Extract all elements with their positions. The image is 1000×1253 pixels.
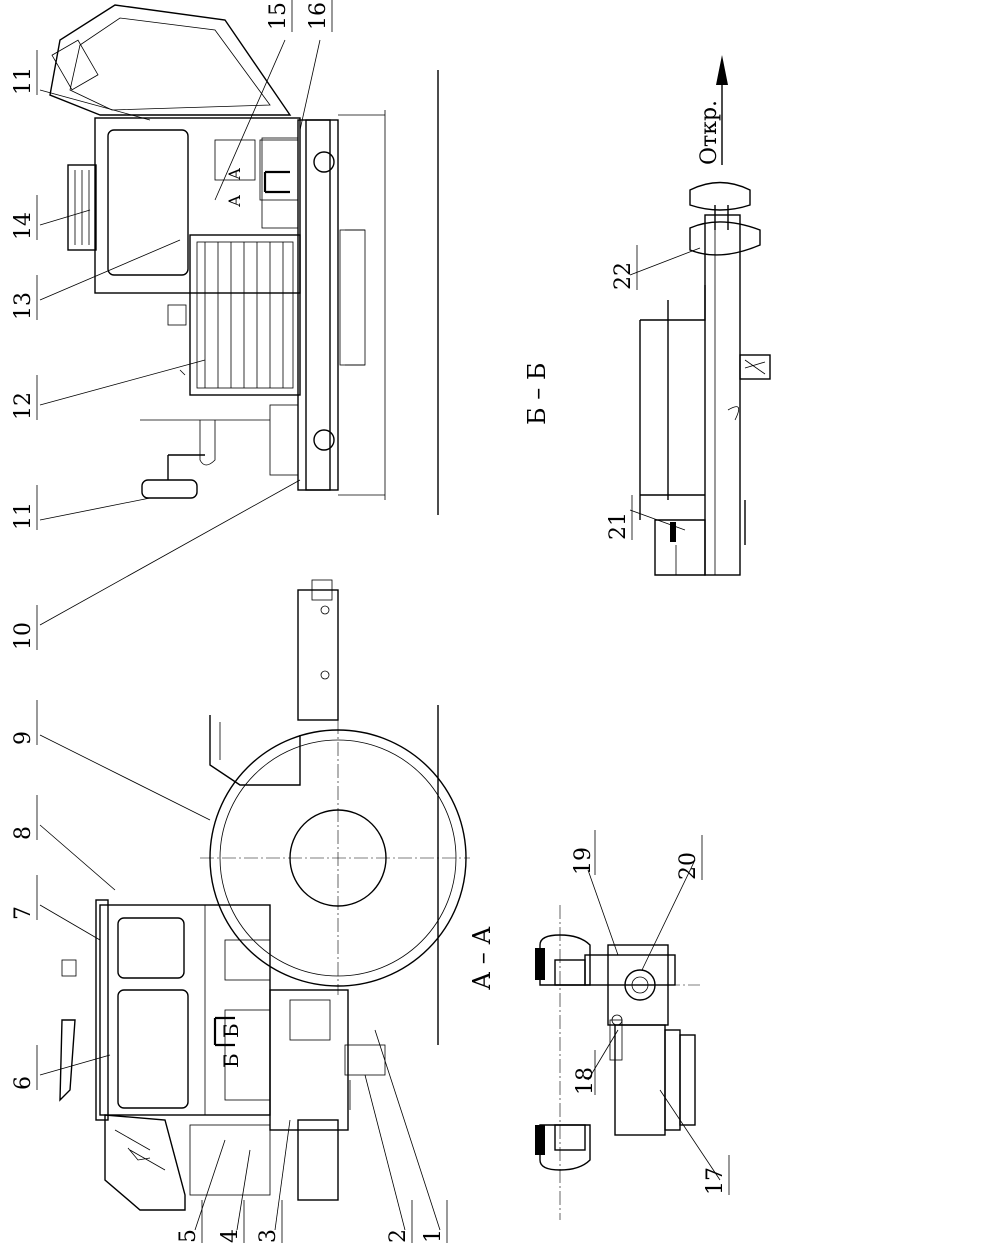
cab-window-rear [117, 917, 185, 979]
callout-15: 15 [266, 2, 291, 30]
cab-front [94, 117, 301, 294]
callout-10: 10 [11, 622, 36, 650]
callout-3: 3 [256, 1229, 281, 1243]
leader-lines [39, 39, 721, 1231]
mirror-left [141, 479, 198, 499]
bolt-detail [535, 905, 700, 1220]
canopy [49, 4, 292, 116]
callout-14: 14 [11, 212, 36, 240]
callout-7: 7 [11, 906, 36, 920]
section-mark-b-2: Б [219, 1053, 243, 1068]
section-mark-a-2: А [225, 168, 244, 180]
callout-22: 22 [611, 262, 636, 290]
callout-2: 2 [386, 1229, 411, 1243]
callout-16: 16 [306, 2, 331, 30]
section-mark-b-1: Б [219, 1023, 243, 1038]
side-view-vehicle [59, 579, 470, 1211]
chassis [269, 989, 349, 1131]
radiator-grille [189, 234, 301, 396]
callout-bars [36, 0, 730, 1243]
callout-11-lower: 11 [11, 502, 36, 530]
section-bb-detail [639, 55, 771, 576]
callout-1: 1 [421, 1229, 446, 1243]
callout-19: 19 [571, 847, 596, 875]
shaft [704, 214, 741, 576]
direction-label: Откр. [697, 100, 722, 165]
cab-window-front [117, 989, 189, 1109]
callout-6: 6 [11, 1076, 36, 1090]
lamp-14 [67, 164, 97, 251]
callout-20: 20 [676, 852, 701, 880]
open-arrow-icon [716, 55, 728, 85]
section-mark-a-1: А [225, 195, 244, 207]
callout-9: 9 [11, 731, 36, 745]
section-label-aa: А – А [468, 926, 496, 990]
callout-12: 12 [11, 392, 36, 420]
callout-5: 5 [176, 1229, 201, 1243]
callout-21: 21 [606, 512, 631, 540]
callout-4: 4 [218, 1229, 243, 1243]
section-label-bb: Б – Б [523, 362, 551, 425]
top-clamp [539, 934, 591, 986]
callout-18: 18 [573, 1067, 598, 1095]
pipe [614, 1024, 666, 1136]
callout-13: 13 [11, 292, 36, 320]
bottom-clamp [539, 1124, 591, 1171]
callout-11-upper: 11 [11, 67, 36, 95]
callout-17: 17 [703, 1167, 728, 1195]
front-view-vehicle [49, 4, 386, 500]
callout-8: 8 [11, 826, 36, 840]
handle-knob [689, 181, 751, 211]
